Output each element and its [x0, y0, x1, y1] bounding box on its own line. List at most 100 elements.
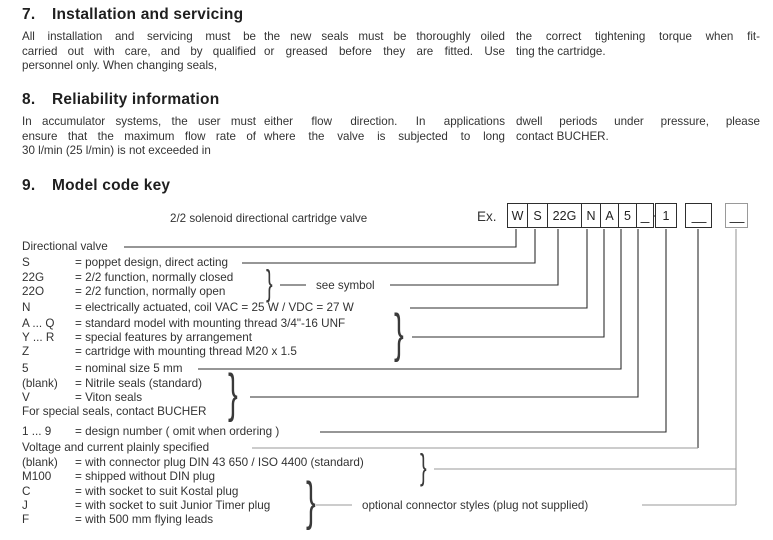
key-desc: = cartridge with mounting thread M20 x 1…	[75, 345, 297, 358]
paragraph-line: ting the cartridge.	[516, 44, 606, 58]
section-8-col-1: In accumulator systems, the user must en…	[22, 115, 256, 159]
key-code: (blank)	[22, 377, 58, 390]
code-cell-blank	[636, 203, 654, 228]
section-7-title: Installation and servicing	[52, 6, 244, 23]
key-desc: = standard model with mounting thread 3/…	[75, 317, 346, 330]
key-row-j: J = with socket to suit Junior Timer plug	[22, 499, 270, 512]
section-9-title: Model code key	[52, 177, 171, 194]
key-row-z: Z = cartridge with mounting thread M20 x …	[22, 345, 297, 358]
paragraph-line: the new seals must be thoroughly oiled	[264, 30, 505, 43]
key-code: M100	[22, 470, 52, 483]
key-code: (blank)	[22, 456, 58, 469]
key-desc: = 2/2 function, normally closed	[75, 271, 234, 284]
key-row-nitrile: (blank)= Nitrile seals (standard)	[22, 377, 202, 390]
code-cell-n: N	[581, 203, 601, 228]
key-desc: = electrically actuated, coil VAC = 25 W…	[75, 301, 354, 314]
section-7-col-1: All installation and servicing must be c…	[22, 30, 256, 74]
key-desc: = design number ( omit when ordering )	[75, 425, 280, 438]
code-cell-5: 5	[618, 203, 637, 228]
brace-connector-group: }	[306, 472, 316, 531]
key-row-special-seals: For special seals, contact BUCHER	[22, 405, 206, 418]
paragraph-line: All installation and servicing must be	[22, 30, 256, 43]
blank-underscore	[640, 222, 650, 223]
code-cell-w: W	[507, 203, 528, 228]
key-desc: = 2/2 function, normally open	[75, 285, 226, 298]
blank-underscore	[691, 222, 706, 223]
key-row-voltage: Voltage and current plainly specified	[22, 441, 209, 454]
key-desc: = with 500 mm flying leads	[75, 513, 214, 526]
key-row-22o: 22O = 2/2 function, normally open	[22, 285, 225, 298]
section-9-heading: 9. Model code key	[22, 177, 170, 195]
key-row-m100: M100 = shipped without DIN plug	[22, 470, 215, 483]
paragraph-line: 30 l/min (25 l/min) is not exceeded in	[22, 144, 211, 158]
key-desc: = Viton seals	[75, 391, 143, 404]
code-cell-s: S	[527, 203, 548, 228]
paragraph-line: or greased before they are fitted. Use	[264, 44, 505, 58]
paragraph-line: contact BUCHER.	[516, 129, 609, 143]
key-row-a-q: A ... Q = standard model with mounting th…	[22, 317, 345, 330]
key-desc: = with socket to suit Junior Timer plug	[75, 499, 271, 512]
key-row-s: S = poppet design, direct acting	[22, 256, 228, 269]
leader-line-22g	[390, 229, 559, 286]
key-desc: = with connector plug DIN 43 650 / ISO 4…	[75, 456, 364, 469]
key-row-directional-valve: Directional valve	[22, 240, 108, 253]
brace-22g-group: }	[266, 264, 273, 304]
key-row-design-number: 1 ... 9= design number ( omit when order…	[22, 425, 279, 438]
leader-line-design-number	[320, 229, 667, 433]
section-7-col-3: the correct tightening torque when fit- …	[516, 30, 760, 59]
key-desc: = with socket to suit Kostal plug	[75, 485, 239, 498]
example-label: Ex.	[477, 209, 497, 224]
key-code: S	[22, 256, 30, 269]
leader-line-s	[242, 229, 536, 264]
key-code: N	[22, 301, 31, 314]
code-cell-22g: 22G	[547, 203, 582, 228]
section-8-heading: 8.Reliability information	[22, 91, 219, 109]
section-8-col-2: either flow direction. In applications w…	[264, 115, 505, 144]
paragraph-line: personnel only. When changing seals,	[22, 59, 218, 73]
section-7-heading: 7. Installation and servicing	[22, 6, 243, 24]
paragraph-line: either flow direction. In applications	[264, 115, 505, 128]
voltage-box	[685, 203, 712, 228]
key-desc: = nominal size 5 mm	[75, 362, 183, 375]
section-9-number: 9.	[22, 177, 36, 194]
optional-connectors-annotation: optional connector styles (plug not supp…	[362, 499, 589, 512]
key-desc: = special features by arrangement	[75, 331, 253, 344]
design-number-box: 1	[655, 203, 677, 228]
model-code-cell-row: W S 22G N A 5	[507, 203, 654, 228]
brace-seals-group: }	[228, 364, 238, 423]
key-code: V	[22, 391, 30, 404]
brace-thread-group: }	[394, 304, 404, 363]
model-code-caption: 2/2 solenoid directional cartridge valve	[170, 212, 368, 225]
brace-din-group: }	[420, 448, 427, 488]
key-code: J	[22, 499, 28, 512]
paragraph-line: where the valve is subjected to long	[264, 129, 505, 143]
key-desc: = shipped without DIN plug	[75, 470, 216, 483]
key-row-5: 5 = nominal size 5 mm	[22, 362, 183, 375]
key-code: A ... Q	[22, 317, 55, 330]
code-cell-a: A	[600, 203, 619, 228]
leader-line-seals	[250, 229, 639, 398]
key-code: Voltage and current plainly specified	[22, 441, 210, 454]
section-7-number: 7.	[22, 6, 36, 23]
key-code: F	[22, 513, 30, 526]
key-row-y-r: Y ... R= special features by arrangement	[22, 331, 252, 344]
paragraph-line: In accumulator systems, the user must	[22, 115, 256, 128]
key-code: 22O	[22, 285, 45, 298]
key-code: Directional valve	[22, 240, 108, 253]
leader-line-5	[198, 229, 622, 370]
key-row-v: V = Viton seals	[22, 391, 142, 404]
key-row-f: F = with 500 mm flying leads	[22, 513, 213, 526]
key-code: 5	[22, 362, 29, 375]
paragraph-line: dwell periods under pressure, please	[516, 115, 760, 128]
connector-box	[725, 203, 748, 228]
key-desc: = poppet design, direct acting	[75, 256, 229, 269]
leader-line-w	[124, 229, 517, 248]
key-row-din-plug: (blank) = with connector plug DIN 43 650 …	[22, 456, 364, 469]
key-code: Z	[22, 345, 30, 358]
blank-underscore	[729, 222, 744, 223]
paragraph-line: ensure that the maximum flow rate of	[22, 129, 256, 143]
section-8-number: 8.	[22, 91, 36, 108]
see-symbol-annotation: see symbol	[316, 279, 375, 292]
